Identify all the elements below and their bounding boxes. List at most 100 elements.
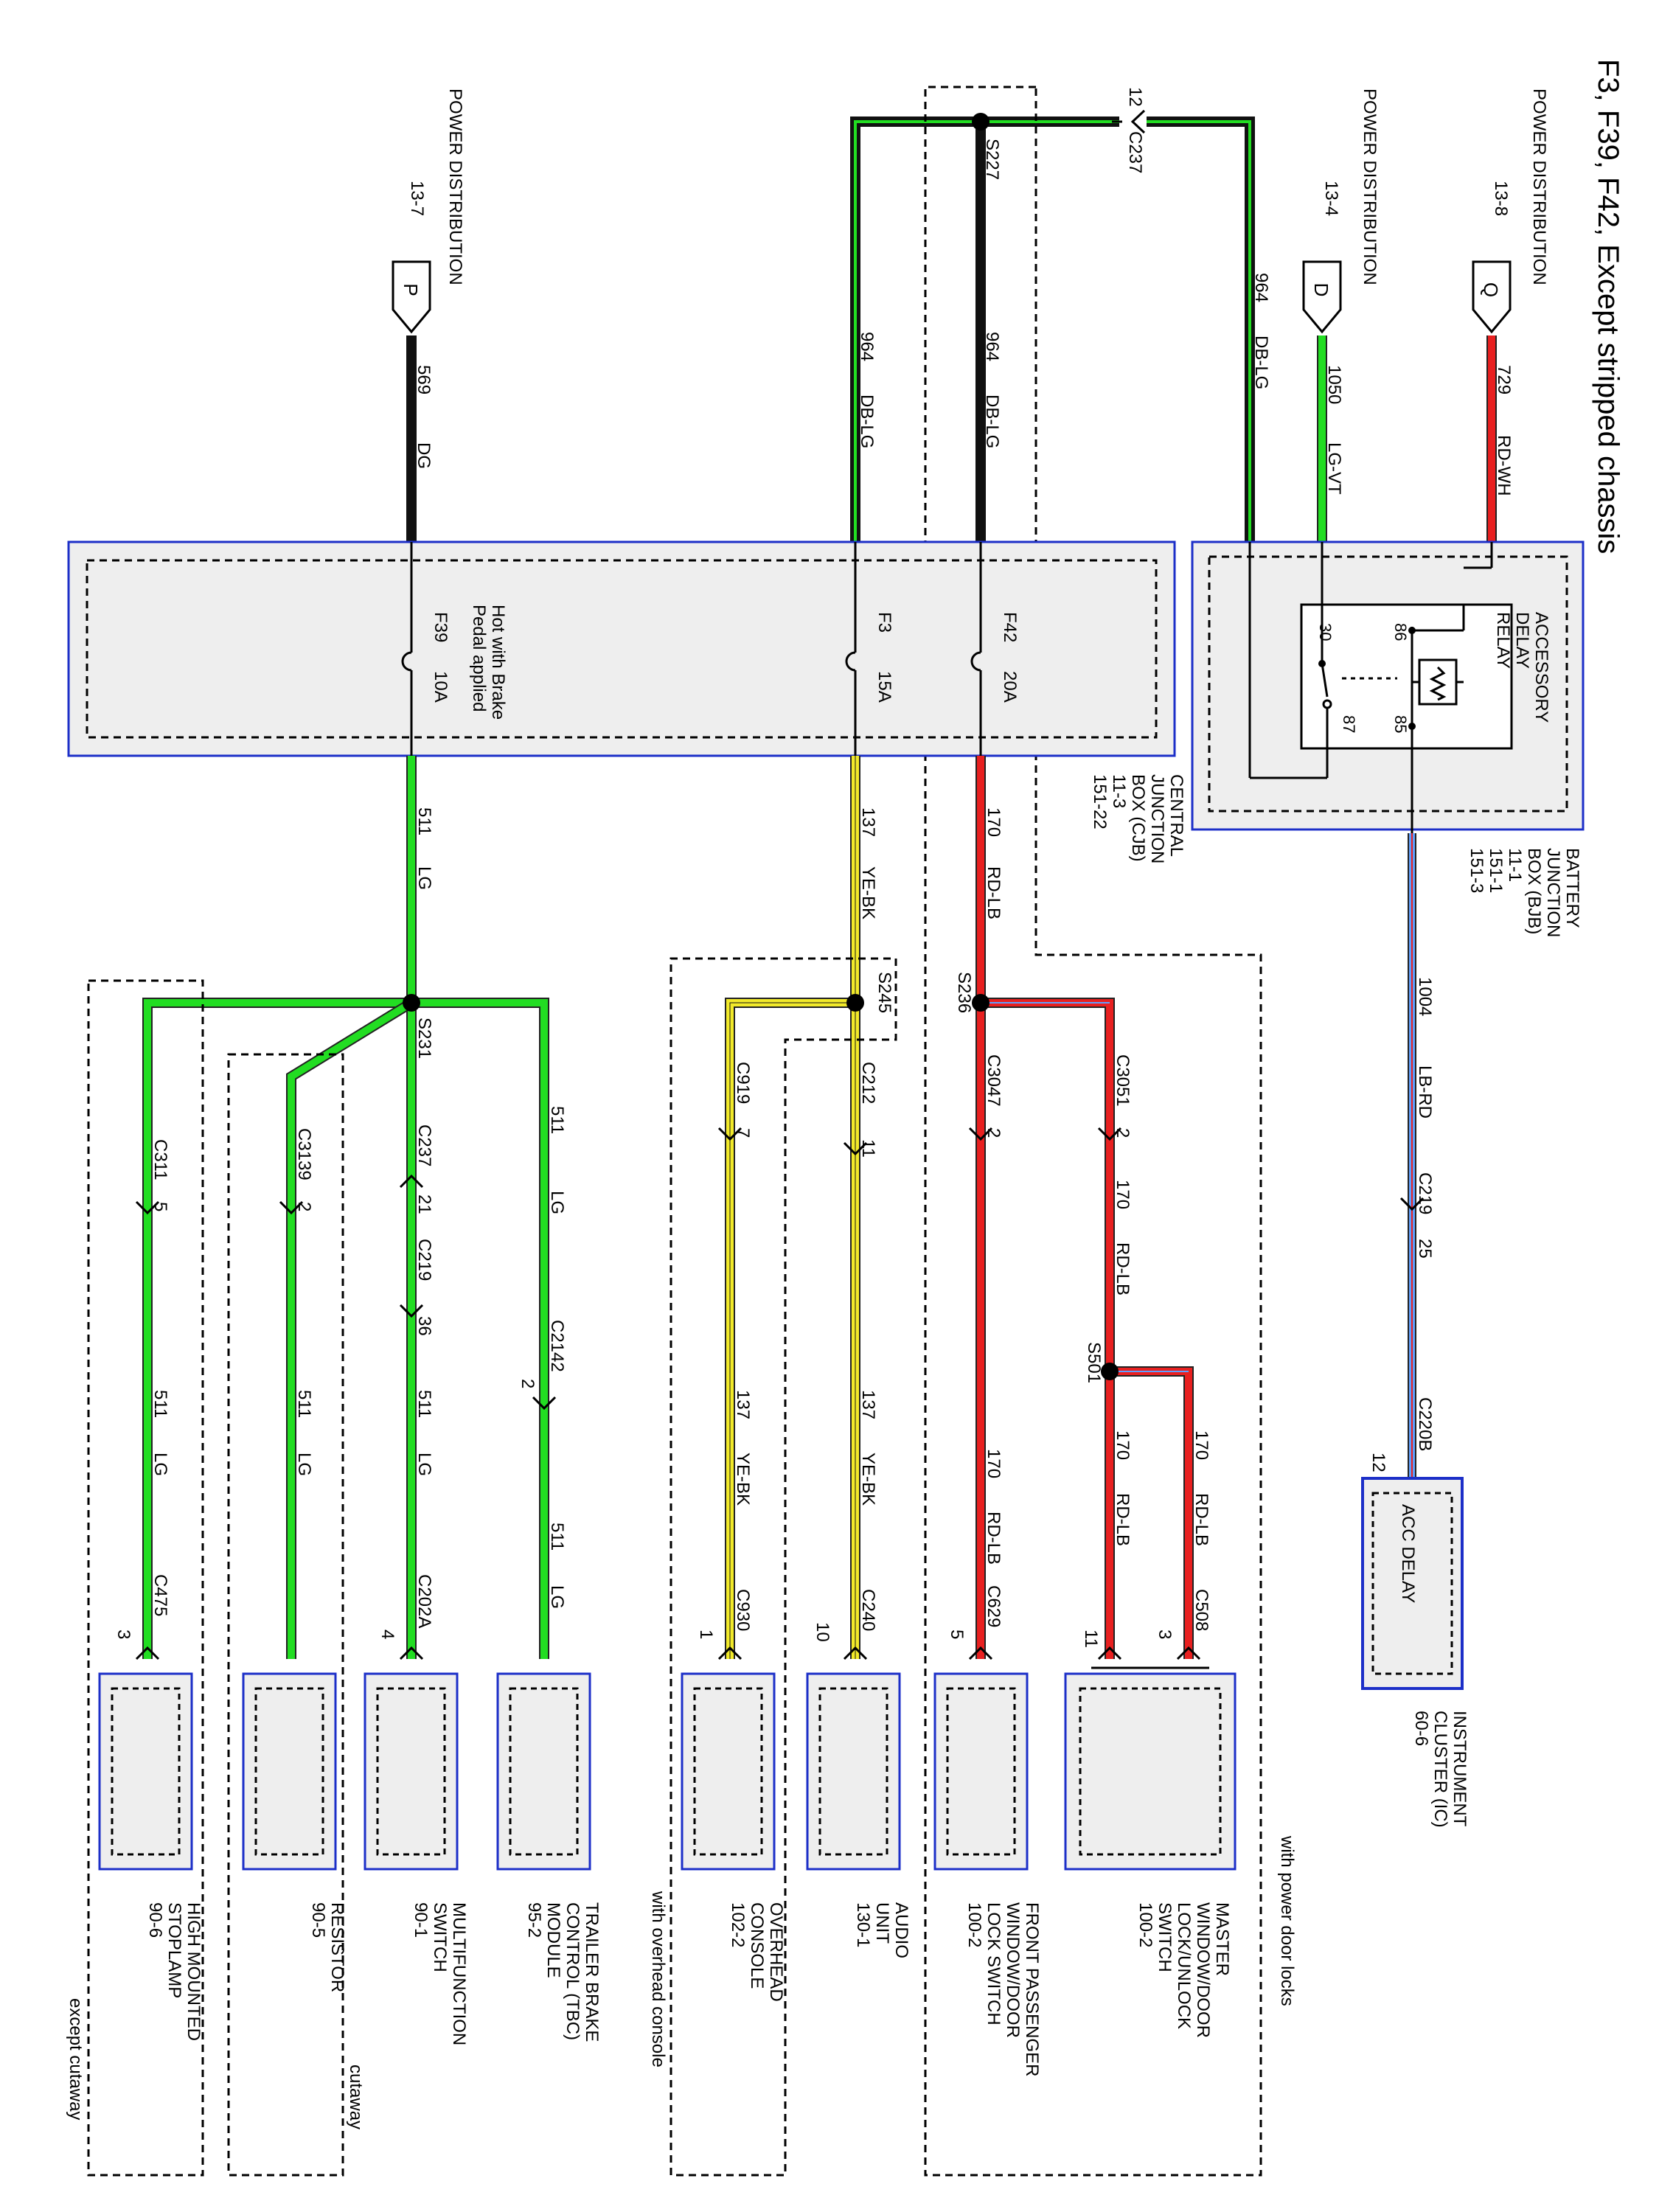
front-passenger-switch [933,1672,1029,1871]
c237-name: C237 [414,1124,434,1166]
c212-pin: 11 [858,1139,878,1158]
wire-511-num-f: 511 [150,1390,170,1418]
c3139-name: C3139 [294,1128,314,1180]
wire-964-num-b: 964 [982,332,1002,361]
wire-137-num-c: 137 [733,1390,753,1419]
resistor-inner [254,1687,324,1856]
c212-name: C212 [858,1062,878,1104]
c237-pin: 21 [414,1194,434,1214]
wire-137-color-a: YE-BK [858,866,878,919]
wire-1004-num: 1004 [1415,977,1435,1016]
ic-acc-delay: ACC DELAY [1398,1504,1418,1603]
relay-pin-87: 87 [1340,715,1358,733]
front-passenger-label: FRONT PASSENGER WINDOW/DOOR LOCK SWITCH … [964,1902,1042,2081]
c240-name: C240 [858,1589,878,1631]
wire-170-trunk [975,756,1194,1659]
region-power-door-locks [924,86,1262,2177]
wire-511-num-e: 511 [294,1390,314,1418]
c311-name: C311 [150,1139,170,1180]
connector-c240 [843,1646,868,1660]
wire-511 [142,756,549,1659]
relay-pin-30: 30 [1316,623,1335,641]
accessory-delay-relay [1300,603,1513,750]
tbc-label: TRAILER BRAKE CONTROL (TBC) MODULE 95-2 [524,1902,602,2047]
c219-pin: 36 [414,1316,434,1336]
cjb-brake-note: Hot with Brake Pedal applied [469,605,508,725]
cjb-inner-dashed [86,559,1158,739]
splice-s236 [972,994,990,1012]
connector-c508 [1091,1646,1209,1669]
wire-137 [725,756,860,1659]
wire-729-color: RD-WH [1494,435,1514,496]
instrument-cluster [1361,1477,1464,1690]
wire-569-color: DG [414,442,434,469]
wire-170-color-d: RD-LB [1113,1493,1133,1546]
wire-964-num-a: 964 [1251,273,1271,302]
fuse-f39-name: F39 [431,612,451,642]
c475-pin: 3 [114,1630,133,1639]
c629-pin: 5 [947,1630,967,1639]
connector-c237-top [1112,109,1146,134]
splice-s227-label: S227 [982,139,1002,180]
master-switch-label: MASTER WINDOW/DOOR LOCK/UNLOCK SWITCH 10… [1135,1902,1232,2043]
fuse-f42-rating: 20A [1000,671,1020,703]
c219-25-name: C219 [1415,1172,1435,1214]
wire-170-num-b: 170 [1113,1180,1133,1209]
wire-511-num-a: 511 [414,807,434,835]
relay-contact [1250,542,1493,779]
wire-964-color-a: DB-LG [1251,335,1271,389]
region-cutaway [227,1053,344,2177]
c3047-pin: 2 [984,1128,1004,1138]
relay-label: ACCESSORY DELAY RELAY [1493,612,1551,728]
resistor [242,1672,337,1871]
wire-729-num: 729 [1494,365,1514,394]
c237-top-pin: 12 [1125,87,1145,107]
wire-170-num-a: 170 [984,807,1004,837]
c3139-pin: 2 [294,1202,314,1211]
c202a-name: C202A [414,1574,434,1628]
wire-511-color-a: LG [414,866,434,890]
central-junction-box [67,540,1176,757]
bjb-label: BATTERY JUNCTION BOX (BJB) 11-1 151-1 15… [1467,848,1582,942]
connector-c212 [843,1141,868,1156]
cjb-label: CENTRAL JUNCTION BOX (CJB) 11-3 151-22 [1090,774,1186,869]
option-cutaway: cutaway [346,2065,366,2129]
audio-unit-label: AUDIO UNIT 130-1 [853,1902,911,1964]
c2142-name: C2142 [547,1320,567,1372]
splice-s231 [403,994,420,1012]
wire-511-color-f: LG [150,1453,170,1476]
c220b-pin: 12 [1368,1453,1388,1472]
c2142-pin: 2 [518,1379,538,1388]
stoplamp-inner [111,1687,181,1856]
resistor-label: RESISTOR 90-5 [308,1902,347,1997]
c311-pin: 5 [150,1202,170,1211]
relay-pin-30-dot [1318,660,1326,667]
fuse-f42-name: F42 [1000,612,1020,642]
relay-pin-85: 85 [1391,715,1410,733]
relay-pin-85-dot [1408,723,1416,730]
c237-top-name: C237 [1125,131,1145,173]
mfs-inner [376,1687,446,1856]
overhead-console-inner [693,1687,763,1856]
fuse-f3-rating: 15A [874,671,894,703]
c919-pin: 7 [733,1128,753,1138]
trailer-brake-control-module [496,1672,591,1871]
audio-unit-inner [818,1687,888,1856]
option-power-door-locks: with power door locks [1277,1835,1297,2006]
power-letter-q: Q [1480,282,1502,297]
power-label-d: POWER DISTRIBUTION [1360,88,1380,285]
wire-1004-color: LB-RD [1415,1065,1435,1119]
page-title: F3, F39, F42, Except stripped chassis [1592,59,1624,554]
wire-137-num-a: 137 [858,807,878,837]
c220b-name: C220B [1415,1397,1435,1451]
c219-name: C219 [414,1239,434,1281]
wire-137-color-b: YE-BK [858,1453,878,1506]
fuse-f39-rating: 10A [431,671,451,703]
connector-c475 [135,1646,160,1660]
c240-pin: 10 [813,1622,832,1642]
power-terminal-p [392,260,431,334]
c3051-pin: 2 [1113,1128,1133,1138]
audio-unit [806,1672,901,1871]
wire-170-color-b: RD-LB [1113,1242,1133,1295]
